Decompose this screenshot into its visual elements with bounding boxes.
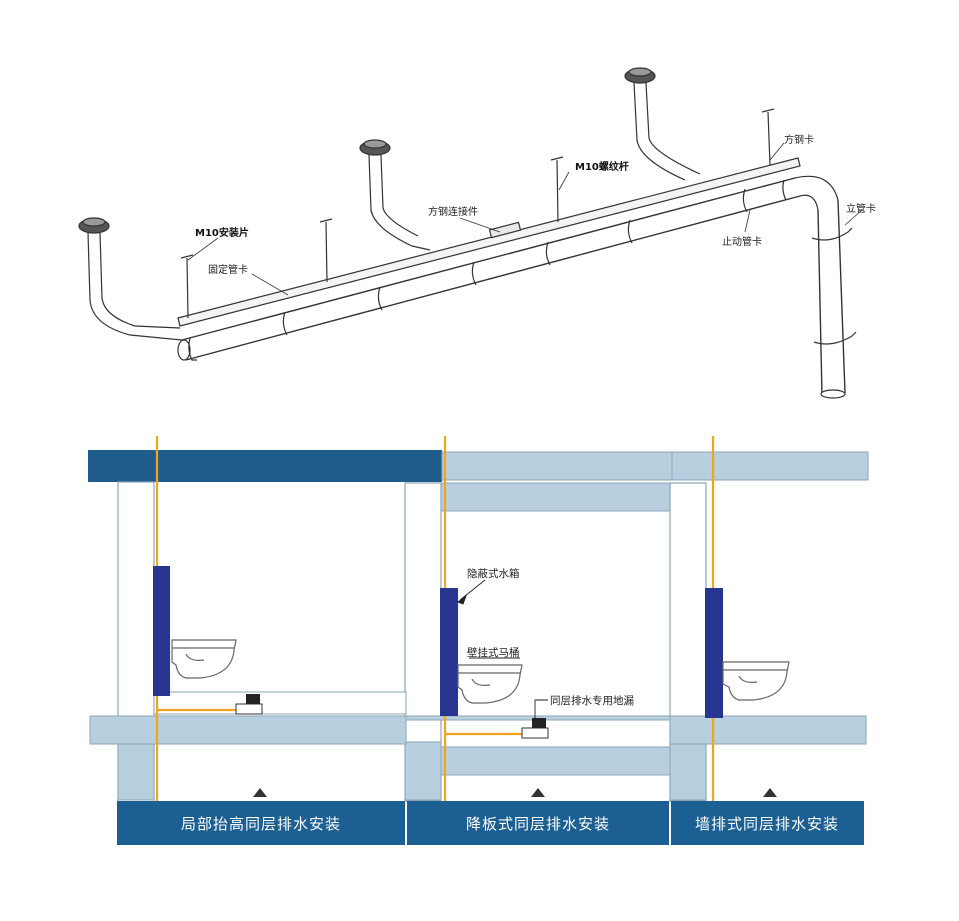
- riser-pipe-end: [820, 389, 846, 399]
- concealed-tank-right: [705, 588, 723, 718]
- caption-bar-left: [117, 801, 405, 845]
- concealed-tank-left: [153, 566, 170, 696]
- raised-floor-left: [153, 691, 407, 715]
- main-pipe: [181, 177, 801, 361]
- wall-toilet-left: [171, 639, 237, 679]
- column-mid-right-base: [669, 741, 707, 801]
- wall-toilet-middle: [457, 664, 523, 704]
- floor-drain-3: [624, 67, 701, 181]
- caption-right: 墙排式同层排水安装: [695, 815, 839, 833]
- label-wall-toilet: 壁挂式马桶: [467, 646, 520, 659]
- floor-drain-section-middle: [521, 718, 549, 739]
- leader-lines: [187, 142, 863, 296]
- top-slab-middle: [441, 451, 673, 481]
- caption-left: 局部抬高同层排水安装: [181, 815, 341, 833]
- marker-triangle-left: [253, 788, 267, 797]
- isometric-pipe-drawing: [78, 67, 863, 399]
- callout-lines: [457, 579, 548, 718]
- steel-connector-piece: [488, 221, 522, 239]
- main-pipe-end: [177, 339, 191, 361]
- column-left-base: [117, 741, 155, 801]
- concealed-tank-middle: [440, 588, 458, 716]
- pipe-clamps: [188, 179, 787, 361]
- wall-toilet-right: [722, 661, 790, 701]
- label-riser-clamp: 立管卡: [846, 202, 876, 215]
- marker-triangle-middle: [531, 788, 545, 797]
- riser-elbow: [794, 175, 839, 211]
- caption-middle: 降板式同层排水安装: [466, 815, 610, 833]
- label-floor-drain: 同层排水专用地漏: [550, 694, 634, 707]
- floor-drain-2: [359, 139, 431, 251]
- floor-slab-left: [89, 715, 407, 745]
- section-diagram: 隐蔽式水箱 壁挂式马桶 同层排水专用地漏 局部抬高同层排水安装 降板式同层排水安…: [88, 436, 869, 845]
- label-fixed-clamp: 固定管卡: [208, 263, 248, 276]
- label-sliding-clamp: 止动管卡: [722, 235, 762, 248]
- riser-clamp-upper: [811, 227, 853, 241]
- label-concealed-tank: 隐蔽式水箱: [467, 567, 520, 580]
- riser-clamp-lower: [813, 331, 857, 345]
- top-slab-left: [88, 450, 442, 482]
- floor-slab-right: [669, 715, 867, 745]
- label-square-steel-clamp: 方钢卡: [784, 133, 814, 146]
- top-slab-right: [671, 451, 869, 481]
- floor-drain-1: [78, 217, 183, 341]
- column-mid-left-base: [404, 741, 442, 801]
- threaded-rods: [180, 108, 775, 319]
- label-m10-mount: M10安装片: [195, 226, 249, 239]
- caption-bar-middle: [407, 801, 669, 845]
- floor-slab-middle-lowered: [440, 746, 671, 776]
- floor-drain-section-left: [235, 694, 263, 715]
- middle-ceiling-beam: [404, 482, 706, 512]
- marker-triangle-right: [763, 788, 777, 797]
- caption-bar-right: [671, 801, 864, 845]
- label-steel-connector: 方钢连接件: [428, 205, 478, 218]
- label-m10-rod: M10螺纹杆: [575, 160, 629, 173]
- riser-pipe: [817, 199, 846, 396]
- square-steel-bar: [177, 157, 801, 327]
